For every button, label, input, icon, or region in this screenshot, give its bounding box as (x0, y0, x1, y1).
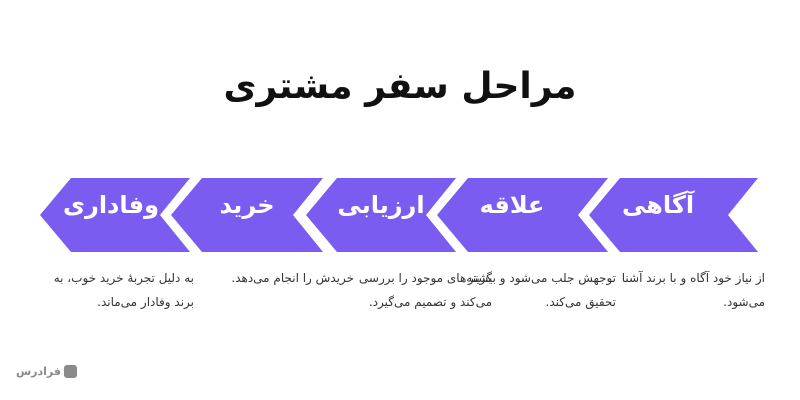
brand-mark-icon (63, 364, 77, 378)
stage-description-interest: توجهش جلب می‌شود و بیشتر تحقیق می‌کند. (468, 271, 616, 309)
stage-arrow-interest (437, 178, 608, 252)
stage-arrow-evaluation (306, 178, 456, 252)
stage-description-evaluation: گزینه‌های موجود را بررسی می‌کند و تصمیم … (358, 271, 492, 309)
stage-description-awareness: از نیاز خود آگاه و با برند آشنا می‌شود. (621, 271, 765, 309)
stage-arrow-awareness (589, 178, 758, 252)
stage-arrow-loyalty (40, 178, 190, 252)
stage-arrow-purchase (171, 178, 323, 252)
stage-description-purchase: خریدش را انجام می‌دهد. (231, 271, 354, 285)
page-title: مراحل سفر مشتری (223, 66, 577, 107)
brand-logo: فرادرس (16, 360, 77, 382)
stage-description-loyalty: به دلیل تجربهٔ خرید خوب، به برند وفادار … (53, 271, 194, 309)
brand-logo-text: فرادرس (16, 364, 61, 378)
